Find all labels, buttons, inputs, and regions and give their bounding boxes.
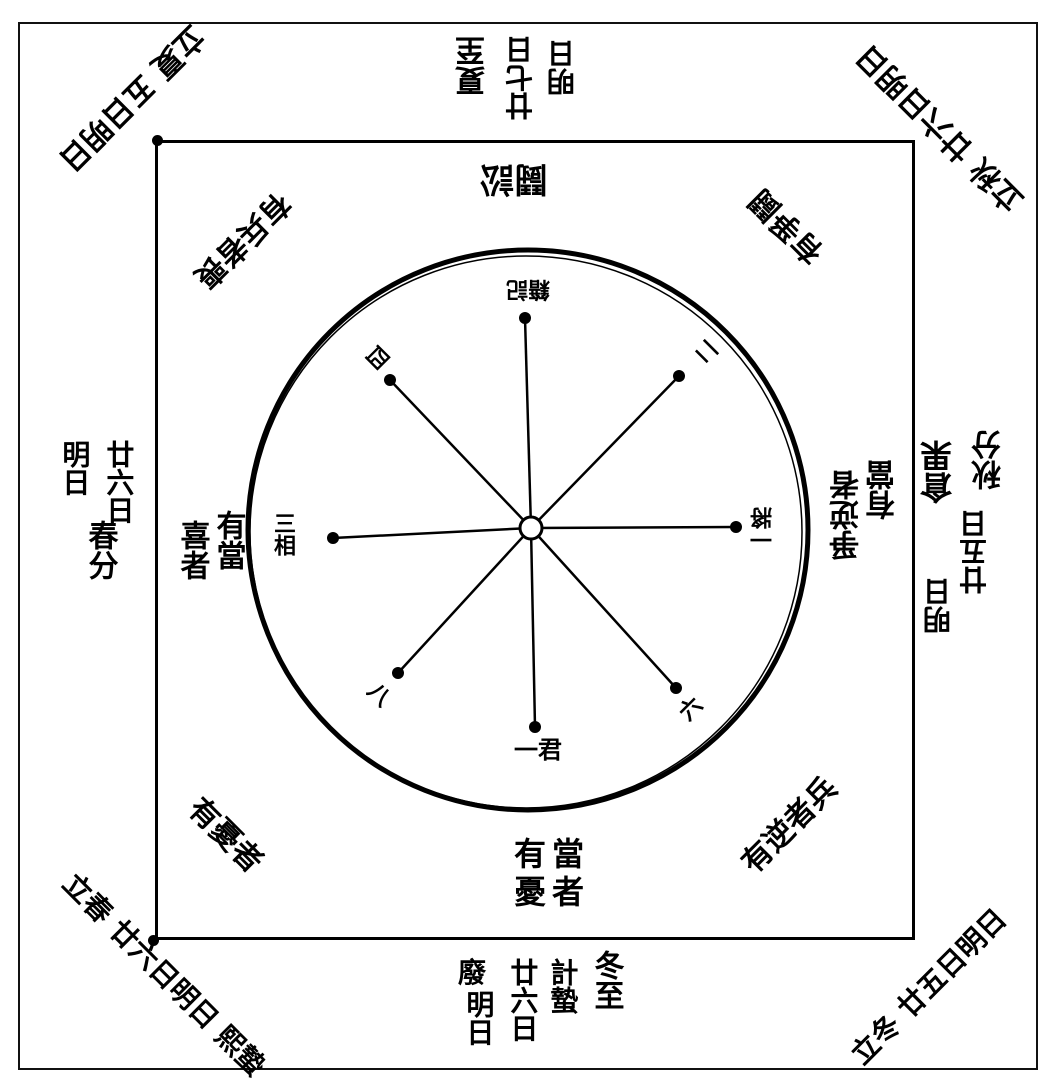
node-label-right: 一將 — [750, 507, 776, 551]
node-dot-upper-left — [384, 374, 396, 386]
node-label-bottom: 一君 — [514, 735, 562, 764]
outer-text-right-line3: 明日 — [922, 578, 955, 634]
outer-text-left-line3: 明日 — [58, 440, 92, 496]
outer-text-left-line1: 春分 — [82, 520, 118, 580]
spoke-right — [530, 525, 737, 530]
node-dot-bottom — [529, 721, 541, 733]
node-dot-top — [519, 312, 531, 324]
outer-border — [18, 22, 1038, 1070]
node-label-left: 三相 — [270, 512, 296, 556]
outer-text-bottom-line2: 廿六日 — [506, 958, 540, 1042]
node-dot-right — [730, 521, 742, 533]
wheel-circle — [245, 247, 811, 813]
spoke-top — [523, 317, 533, 529]
outer-text-right-line4: 倉果 — [919, 440, 957, 504]
inner-text-right-line1: 有當 — [866, 460, 901, 520]
spoke-lower-left — [397, 527, 532, 674]
outer-text-left-line2: 廿六日 — [102, 440, 136, 524]
node-dot-upper-right — [673, 370, 685, 382]
inner-text-bottom-line2: 憂者 — [514, 873, 591, 911]
outer-text-bottom-line3: 明日 — [462, 990, 496, 1046]
node-dot-left — [327, 532, 339, 544]
spoke-lower-right — [530, 527, 677, 689]
spoke-left — [332, 526, 532, 540]
outer-text-bottom-extra2: 廢 — [458, 956, 487, 989]
spoke-upper-left — [389, 379, 532, 529]
outer-text-bottom-line1: 冬至 — [588, 950, 624, 1010]
inner-text-top: 鬪訟 — [480, 158, 548, 199]
inner-text-right-line2: 爭逆者 — [830, 470, 865, 560]
node-dot-lower-left — [392, 667, 404, 679]
outer-text-right-line2: 廿五日 — [958, 510, 991, 594]
spoke-bottom — [529, 527, 537, 728]
outer-text-top-line2: 廿七日 — [504, 36, 537, 120]
inner-text-left-line2: 喜者 — [174, 520, 210, 580]
node-dot-lower-right — [670, 682, 682, 694]
wheel-spokes — [332, 317, 737, 728]
inner-text-bottom-line1: 有當 — [514, 835, 591, 873]
spoke-upper-right — [530, 375, 680, 529]
outer-text-top-line3: 明日 — [546, 40, 579, 96]
outer-text-top-line1: 夏至 — [456, 36, 491, 96]
corner-dot-top-left — [152, 135, 163, 146]
outer-text-right-line1: 秋分 — [972, 430, 1007, 490]
corner-dot-bottom-left — [148, 935, 159, 946]
inner-text-left-line1: 有當 — [210, 510, 246, 570]
node-label-top: 籍記 — [506, 276, 551, 302]
inner-border — [155, 140, 915, 940]
outer-text-bottom-extra: 計蟄 — [546, 958, 580, 1014]
hub-circle — [518, 515, 544, 541]
wheel-circle-inner-rim — [249, 255, 803, 809]
